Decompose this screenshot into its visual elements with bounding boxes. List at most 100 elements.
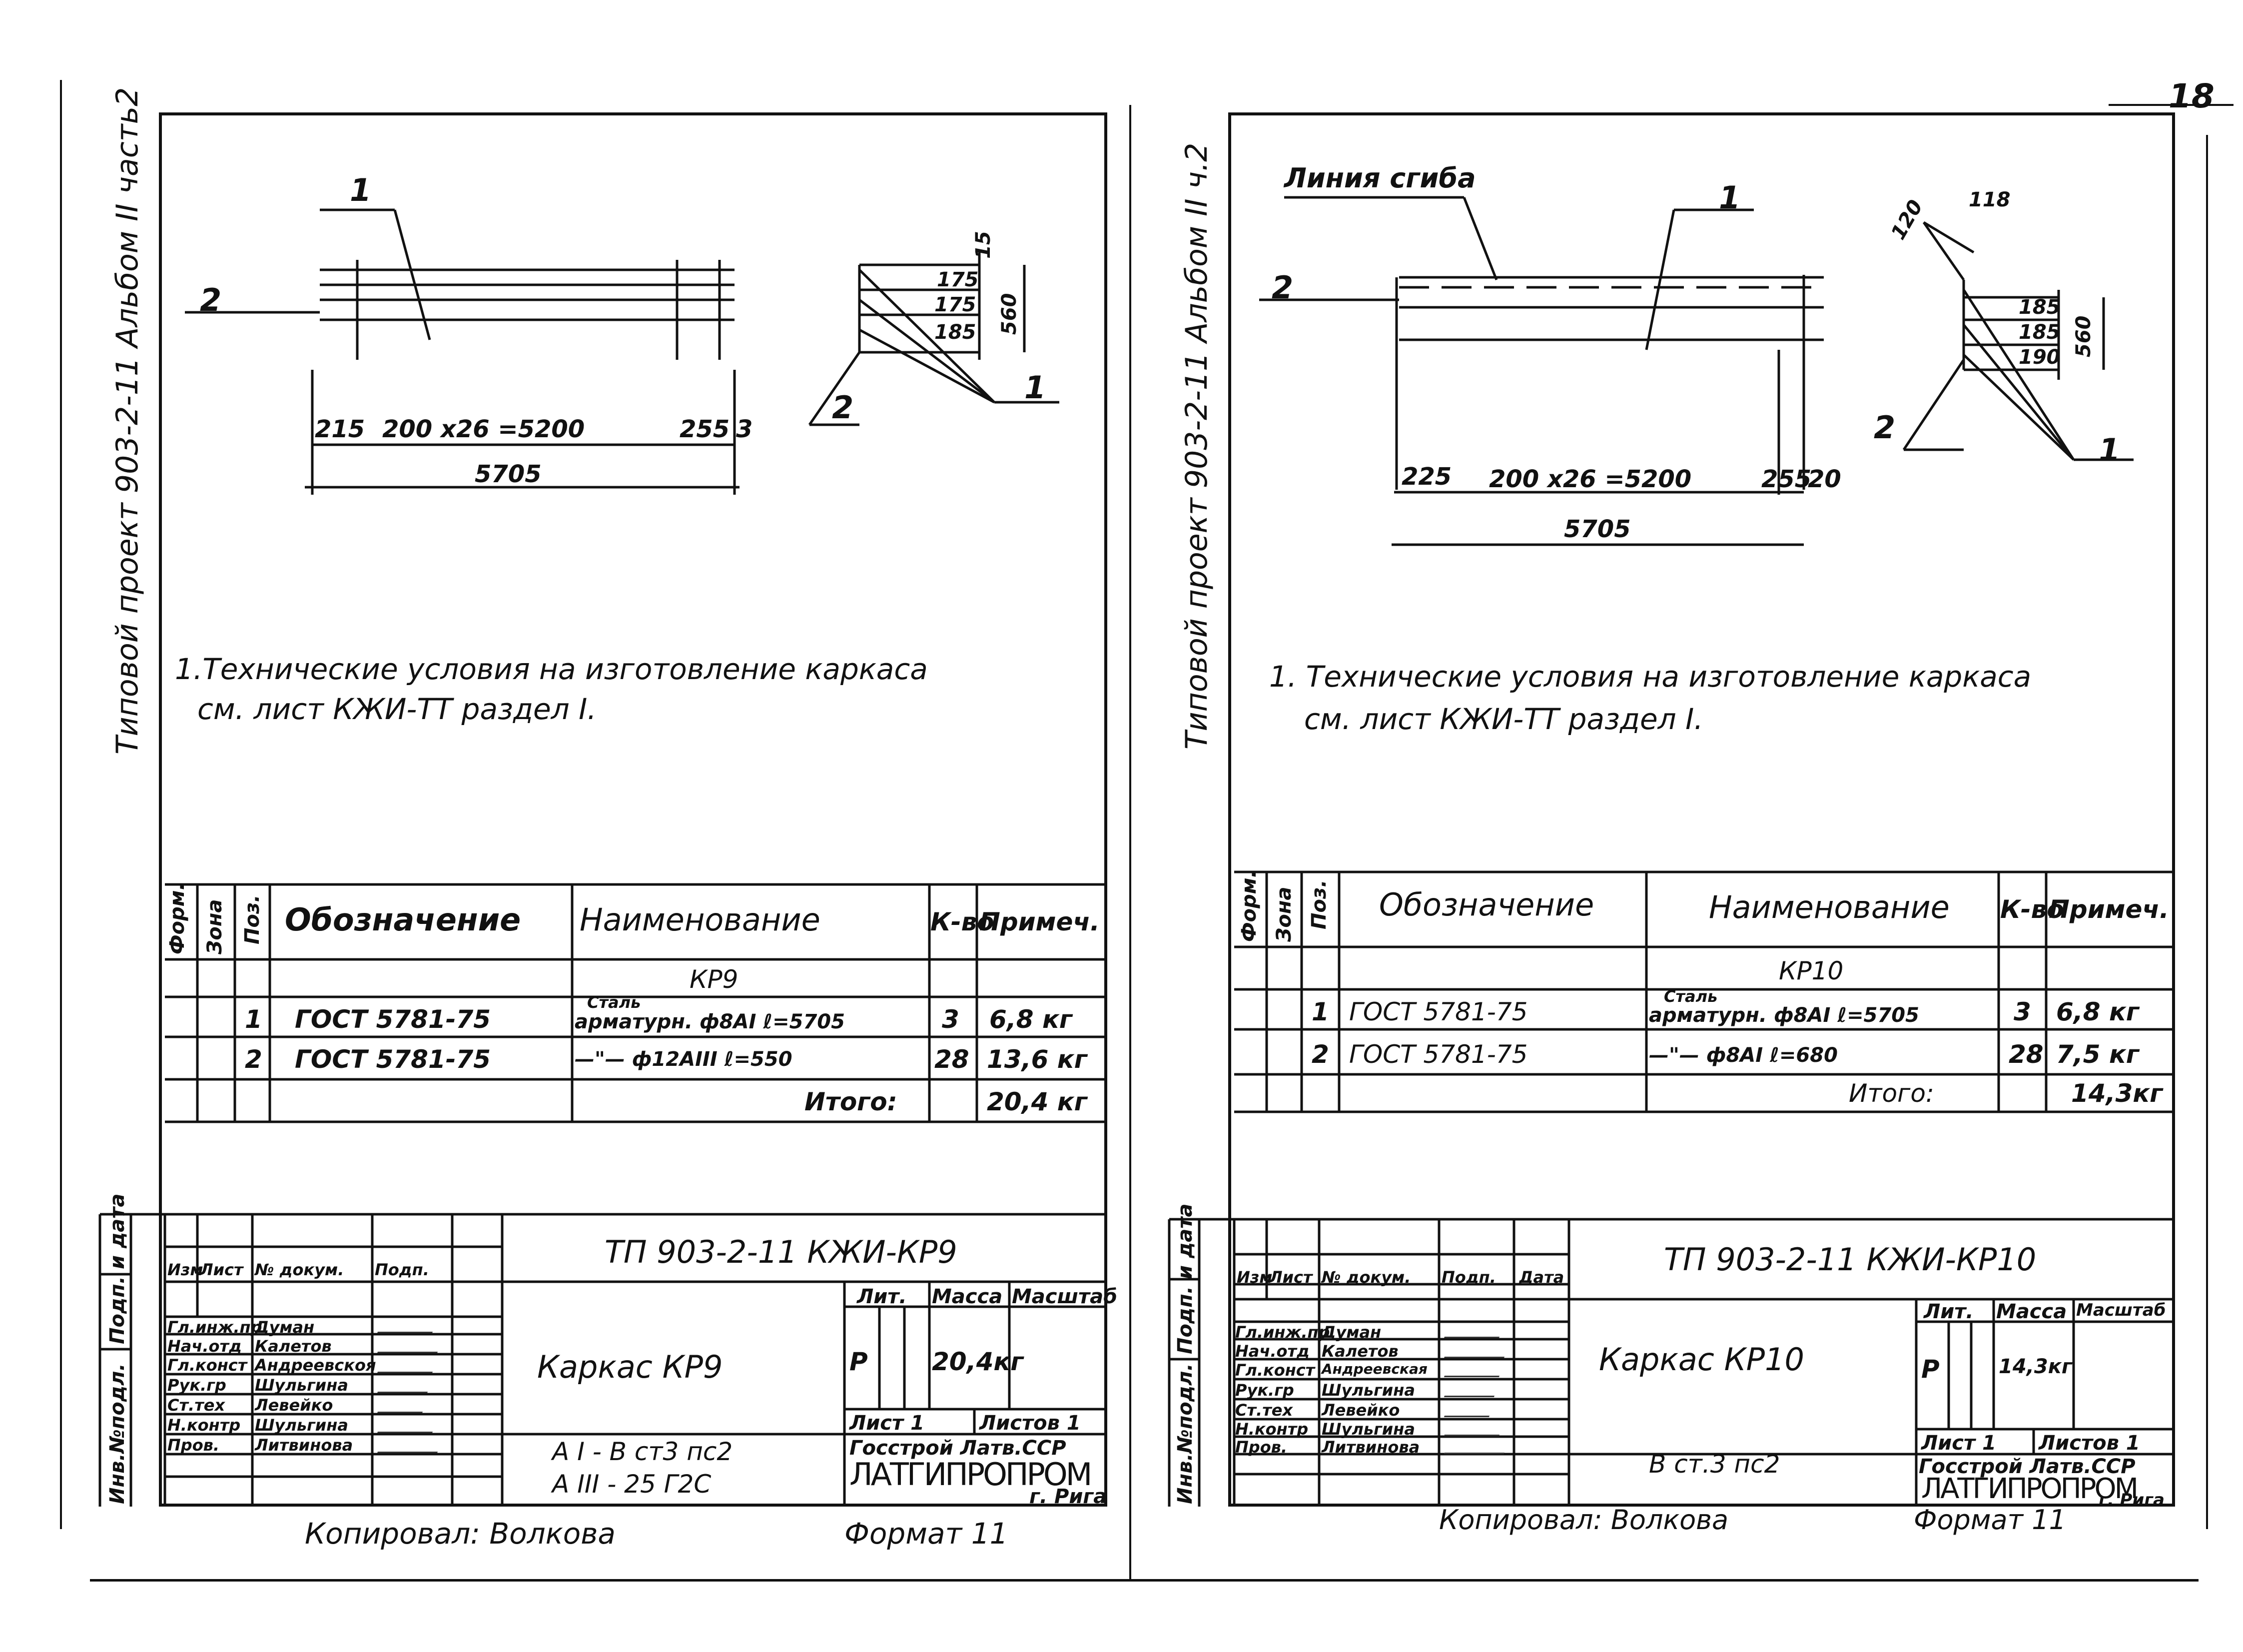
signature	[1444, 1440, 1509, 1454]
spec-row-2-designation: ГОСТ 5781-75	[1349, 1040, 1528, 1069]
page-right-margin-rule	[2206, 135, 2208, 1529]
spec-row-2-name: —"— ф8АI ℓ=680	[1649, 1044, 1838, 1067]
col-mass: Масса	[1996, 1300, 2067, 1323]
staff-name: Думан	[1322, 1323, 1382, 1342]
staff-name: Думан	[255, 1318, 315, 1337]
staff-role: Ст.тех	[1235, 1401, 1293, 1420]
col-scale: Масштаб	[1012, 1285, 1118, 1308]
staff-role: Рук.гр	[167, 1376, 226, 1395]
spec-row-1-pos: 1	[245, 1005, 262, 1034]
staff-role: Гл.конст	[1235, 1361, 1315, 1380]
note-line-1: 1. Технические условия на изготовление к…	[1269, 660, 2032, 694]
spec-row-1-designation: ГОСТ 5781-75	[295, 1005, 491, 1034]
spec-total-label: Итого:	[804, 1087, 897, 1116]
spec-header-qty: К-во	[2000, 895, 2064, 924]
sec-118: 118	[1969, 188, 2011, 211]
spec-row-2-name: —"— ф12АIII ℓ=550	[575, 1048, 792, 1071]
spec-header-name: Наименование	[580, 901, 820, 938]
spec-header-designation: Обозначение	[1379, 886, 1594, 923]
sec-190: 190	[2019, 346, 2061, 369]
spec-row-2-qty: 28	[2009, 1040, 2044, 1069]
dim-right2: 3	[736, 415, 753, 443]
dim-center: 200 x26 =5200	[382, 415, 585, 443]
staff-name: Калетов	[255, 1337, 332, 1356]
tb-header-izm: Изм	[1237, 1268, 1273, 1287]
pos-label-2: 2	[1272, 269, 1294, 306]
staff-role: Нач.отд	[1235, 1342, 1310, 1361]
pos-label-2: 2	[200, 282, 222, 318]
staff-name: Шульгина	[255, 1416, 348, 1435]
spec-row-1-name-top: Сталь	[1664, 987, 1718, 1006]
tb-header-list: Лист	[1269, 1268, 1313, 1287]
spec-total-value: 20,4 кг	[987, 1087, 1087, 1116]
staff-role: Гл.инж.пр	[1235, 1323, 1330, 1342]
staff-name: Шульгина	[1322, 1420, 1415, 1439]
sheet-no: Лист 1	[849, 1412, 924, 1435]
spec-group: КР10	[1779, 956, 1844, 985]
spec-header-name: Наименование	[1709, 889, 1950, 925]
spec-table-grid	[165, 883, 1107, 1123]
bend-line-label: Линия сгиба	[1284, 162, 1476, 194]
staff-role: Гл.инж.пр	[167, 1318, 262, 1337]
staff-name: Андреевская	[1322, 1361, 1428, 1377]
dim-total: 5705	[475, 460, 542, 488]
tb-header-sign: Подп.	[375, 1260, 429, 1279]
sheet-frame	[1228, 112, 2175, 1507]
staff-name: Калетов	[1322, 1342, 1399, 1361]
signature	[1444, 1383, 1499, 1397]
sec-185: 185	[934, 321, 976, 344]
page-number: 18	[2169, 77, 2215, 115]
spec-row-2-note: 7,5 кг	[2056, 1040, 2140, 1069]
spec-header-designation: Обозначение	[285, 901, 521, 938]
page-bottom-rule	[90, 1579, 2199, 1582]
pos-label-2b: 2	[1874, 409, 1896, 446]
sheet-frame	[159, 112, 1107, 1507]
org-2: ЛАТГИПРОПРОМ	[849, 1456, 1092, 1493]
signature	[1444, 1363, 1504, 1377]
sheets-total: Листов 1	[2039, 1432, 2140, 1455]
item-name: Каркас КР10	[1599, 1341, 1804, 1378]
pos-label-1b: 1	[2099, 432, 2121, 468]
pos-label-2b: 2	[832, 389, 854, 426]
spec-row-1-name: арматурн. ф8АI ℓ=5705	[1649, 1004, 1919, 1027]
sec-185b: 185	[2019, 321, 2061, 344]
signature	[1444, 1403, 1495, 1417]
title-block-grid	[98, 1213, 1107, 1507]
pos-label-1: 1	[1719, 179, 1741, 216]
material-1: В ст.3 пс2	[1649, 1450, 1780, 1479]
lit-value: Р	[1921, 1355, 1940, 1384]
sec-185a: 185	[2019, 296, 2061, 319]
staff-name: Литвинова	[1322, 1438, 1420, 1457]
spec-row-2-pos: 2	[1312, 1040, 1329, 1069]
spec-header-qty: К-во	[930, 907, 994, 936]
spec-row-1-designation: ГОСТ 5781-75	[1349, 997, 1528, 1026]
spec-table-grid	[1234, 870, 2175, 1113]
doc-code: ТП 903-2-11 КЖИ-КР9	[605, 1234, 957, 1270]
pos-label-1b: 1	[1024, 369, 1046, 406]
mass-value: 20,4кг	[932, 1347, 1024, 1376]
staff-name: Шульгина	[255, 1376, 348, 1395]
spec-row-1-qty: 3	[942, 1005, 959, 1034]
page-top-right-rule	[2109, 104, 2234, 106]
spec-row-2-note: 13,6 кг	[987, 1045, 1087, 1074]
page-left-margin-rule	[60, 80, 62, 1529]
signature	[1444, 1344, 1509, 1358]
staff-name: Литвинова	[255, 1436, 353, 1455]
pos-label-1: 1	[350, 172, 372, 208]
spec-total-value: 14,3кг	[2071, 1079, 2163, 1108]
page-center-divider	[1129, 105, 1131, 1579]
note-line-2: см. лист КЖИ-ТТ раздел I.	[197, 692, 597, 726]
signature	[1444, 1422, 1504, 1436]
format: Формат 11	[1914, 1504, 2066, 1536]
org-1: Госстрой Латв.ССР	[1919, 1455, 2136, 1478]
note-line-2: см. лист КЖИ-ТТ раздел I.	[1304, 702, 1703, 736]
spec-total-label: Итого:	[1849, 1079, 1934, 1108]
dim-right: 255	[1761, 465, 1812, 493]
sec-175a: 175	[937, 268, 979, 291]
spec-row-2-pos: 2	[245, 1045, 262, 1074]
sheet-no: Лист 1	[1921, 1432, 1996, 1455]
tb-header-list: Лист	[200, 1260, 243, 1279]
side-label-sign: Подп. и дата	[1174, 1203, 1197, 1354]
sec-175b: 175	[934, 293, 976, 316]
spec-row-1-note: 6,8 кг	[2056, 997, 2140, 1026]
